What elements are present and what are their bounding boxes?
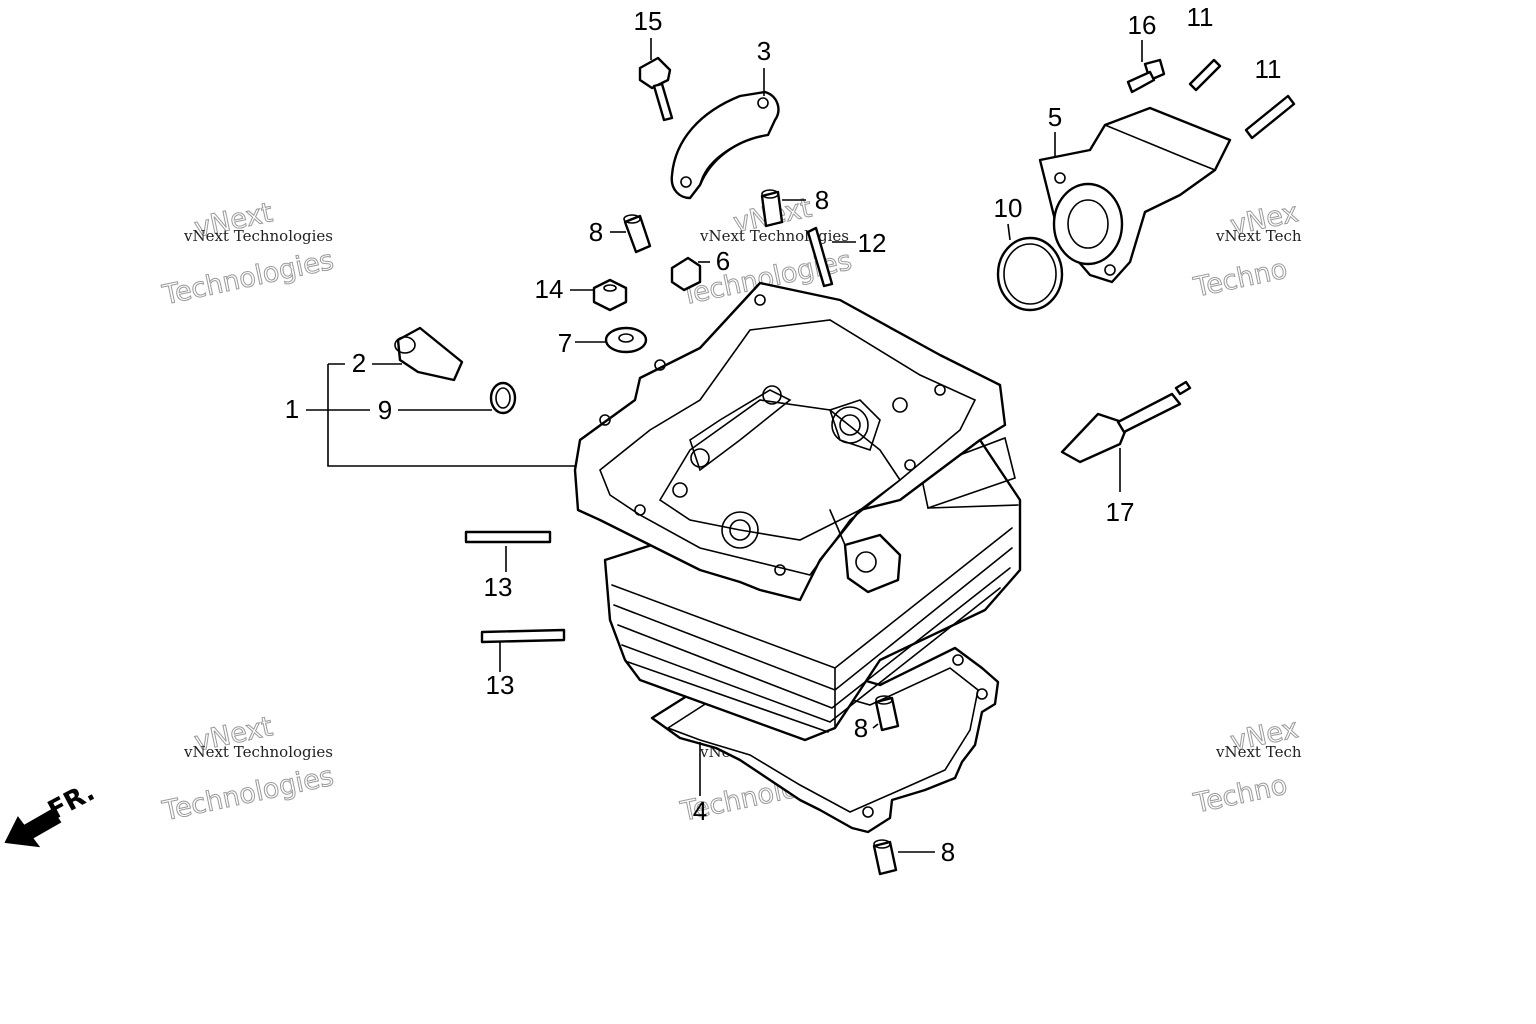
stud-bolt-11-b <box>1244 94 1296 140</box>
callout-11-a: 11 <box>1187 2 1214 32</box>
callout-10: 10 <box>994 193 1023 223</box>
cap-nut-6 <box>670 256 702 292</box>
camshaft-holder <box>670 90 780 200</box>
callout-8-bottom: 8 <box>941 837 955 867</box>
callout-17: 17 <box>1106 497 1135 527</box>
dowel-pin-8-gasket <box>874 695 900 732</box>
callout-8-gasket: 8 <box>854 713 868 743</box>
washer-7 <box>604 326 648 354</box>
callout-labels: 1 2 3 4 5 6 7 8 8 8 8 9 10 11 11 12 13 1… <box>285 2 1282 867</box>
callout-13-upper: 13 <box>484 572 513 602</box>
callout-8-top: 8 <box>589 217 603 247</box>
watermark-text: vNext Technologies <box>183 743 333 761</box>
dowel-pin-8-top <box>623 214 652 254</box>
watermark-text: vNext Technologies <box>183 227 333 245</box>
stud-bolt-11-a <box>1188 58 1222 92</box>
callout-16: 16 <box>1128 10 1157 40</box>
callout-4: 4 <box>693 796 707 826</box>
watermark-top-left: vNext vNext Technologies Technologies <box>159 197 337 312</box>
front-direction-indicator: FR. <box>4 777 100 848</box>
watermark-text: vNext Tech <box>1215 743 1302 761</box>
watermark-logo-bottom: Techno <box>1191 770 1290 820</box>
callout-15: 15 <box>634 6 663 36</box>
watermark-logo-bottom: Techno <box>1191 254 1290 304</box>
callout-5: 5 <box>1048 102 1062 132</box>
watermark-text: vNext Technologies <box>699 227 849 245</box>
callout-6: 6 <box>716 246 730 276</box>
watermark-text: vNext Tech <box>1215 227 1302 245</box>
callout-14: 14 <box>535 274 564 304</box>
callout-2: 2 <box>352 348 366 378</box>
callout-7: 7 <box>558 328 572 358</box>
leader-lines <box>306 38 1143 853</box>
dowel-pin-8-bottom <box>872 839 898 876</box>
watermark-bottom-left: vNext vNext Technologies Technologies <box>159 711 337 828</box>
watermark-logo-bottom: Technologies <box>159 761 336 828</box>
oil-pipe-joint-2 <box>394 326 464 382</box>
flange-bolt-15 <box>638 56 674 122</box>
callout-9: 9 <box>378 395 392 425</box>
carburetor-insulator-5 <box>1038 106 1232 284</box>
cylinder-head <box>573 281 1022 742</box>
callout-11-b: 11 <box>1255 54 1282 84</box>
front-arrow-icon <box>4 808 62 848</box>
callout-1: 1 <box>285 394 299 424</box>
callout-3: 3 <box>757 36 771 66</box>
flange-nut-14 <box>592 278 628 312</box>
spark-plug-17 <box>1060 380 1192 464</box>
dowel-pin-8-right <box>760 189 784 228</box>
watermark-logo-bottom: Technologies <box>159 245 336 312</box>
o-ring-10 <box>996 236 1064 312</box>
callout-13-lower: 13 <box>486 670 515 700</box>
watermark-top-right: vNex vNext Tech Techno <box>1190 197 1302 305</box>
callout-8-right: 8 <box>815 185 829 215</box>
callout-12: 12 <box>858 228 887 258</box>
stud-bolt-13-lower <box>480 628 566 644</box>
stud-bolt-13-upper <box>464 530 552 544</box>
o-ring-9 <box>489 381 517 415</box>
flange-bolt-16 <box>1126 58 1166 94</box>
watermark-bottom-right: vNex vNext Tech Techno <box>1190 713 1302 821</box>
stud-bolt-12 <box>806 226 834 288</box>
